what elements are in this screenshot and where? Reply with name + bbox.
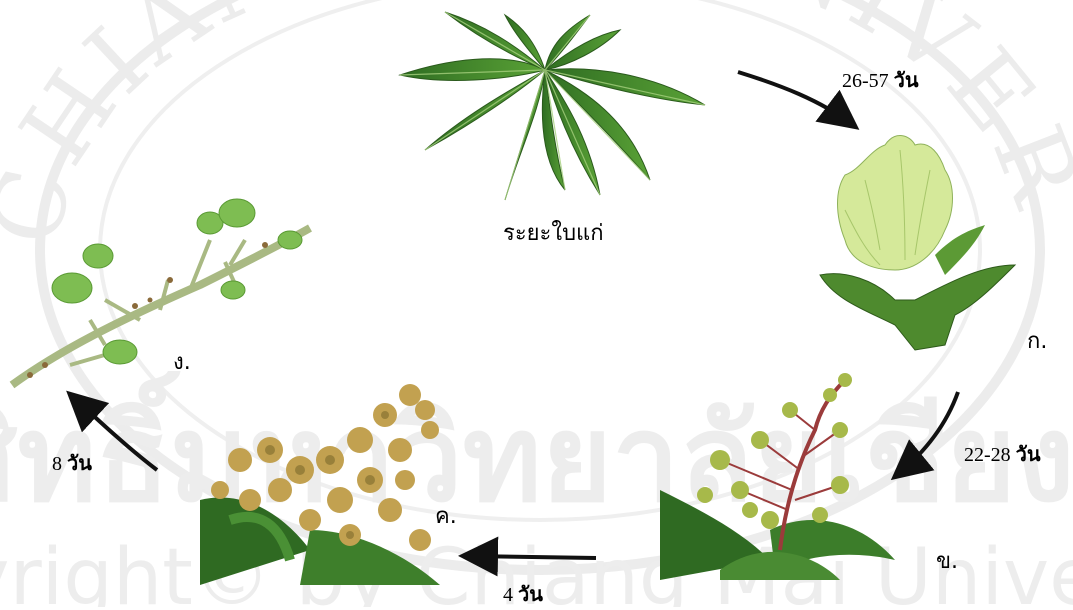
- arrow-leaf-to-bud: [738, 72, 853, 125]
- duration-2: 22-28 วัน: [964, 438, 1041, 470]
- full-bloom-image: [200, 384, 440, 585]
- panicle-image: [660, 373, 895, 580]
- stage-kho-khwai-label: ค.: [435, 498, 457, 533]
- duration-4-unit: วัน: [67, 453, 92, 475]
- duration-4: 8 วัน: [52, 447, 92, 479]
- stage-kho-label: ข.: [936, 543, 958, 578]
- mature-leaf-label: ระยะใบแก่: [503, 215, 604, 250]
- arrow-bud-to-panicle: [897, 392, 958, 475]
- duration-4-value: 8: [52, 453, 62, 475]
- duration-1-unit: วัน: [894, 70, 919, 92]
- duration-2-value: 22-28: [964, 444, 1011, 466]
- duration-2-unit: วัน: [1016, 444, 1041, 466]
- duration-1: 26-57 วัน: [842, 64, 919, 96]
- mature-leaf-image: [400, 12, 705, 200]
- duration-3-value: 4: [503, 584, 513, 606]
- young-fruit-image: [12, 199, 310, 385]
- duration-3: 4 วัน: [503, 578, 543, 610]
- flower-bud-image: [820, 136, 1015, 350]
- stage-ngo-label: ง.: [173, 344, 191, 379]
- stage-ko-label: ก.: [1027, 323, 1047, 358]
- arrow-panicle-to-bloom: [466, 556, 596, 558]
- duration-1-value: 26-57: [842, 70, 889, 92]
- duration-3-unit: วัน: [518, 584, 543, 606]
